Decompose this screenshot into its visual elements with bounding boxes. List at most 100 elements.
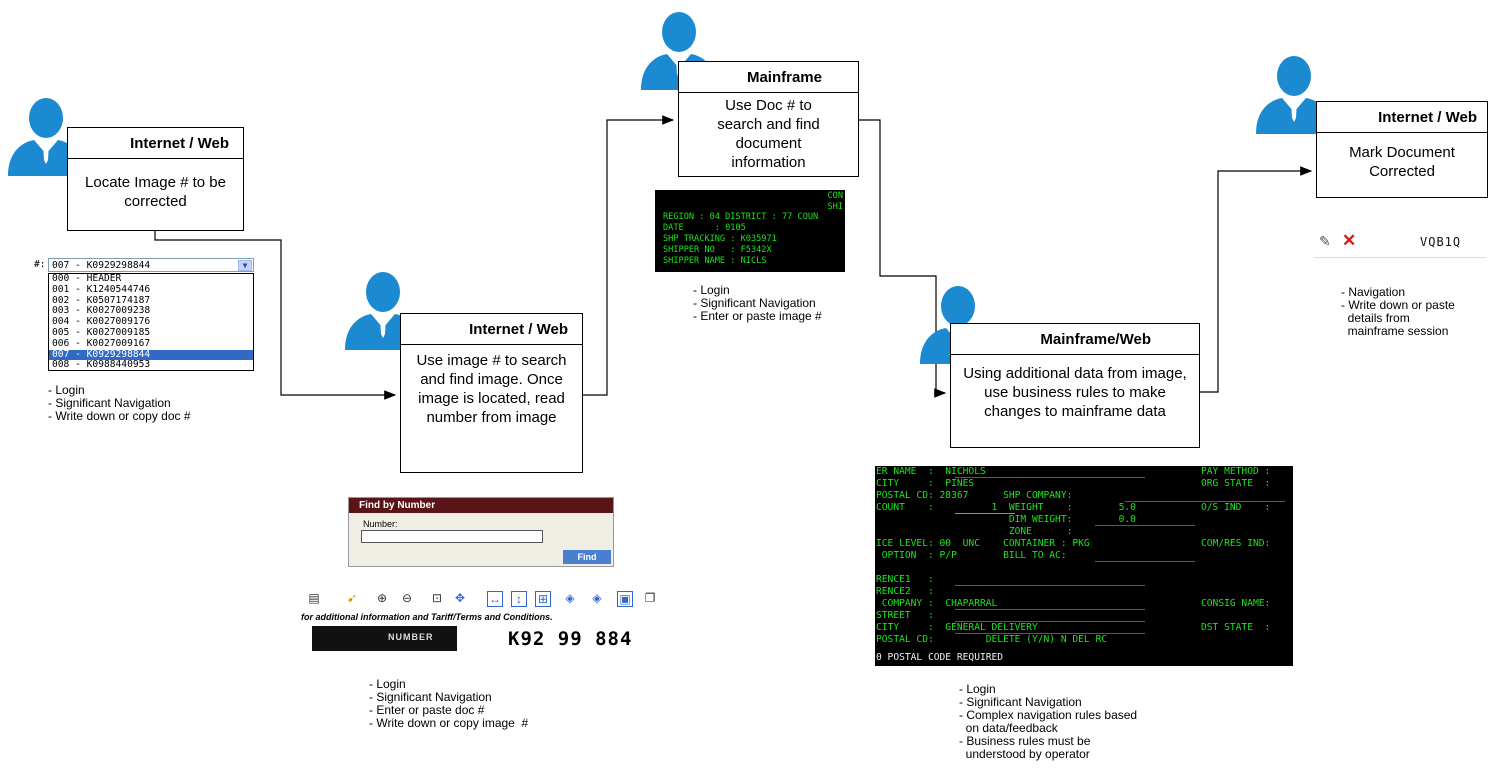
term-line-left: CITY : GENERAL DELIVERY [876, 622, 1038, 633]
step-1-header: Internet / Web [68, 128, 243, 159]
term-line-left: ER NAME : NICHOLS [876, 466, 986, 477]
dropdown-selected[interactable]: 007 - K0929298844 ▼ [48, 258, 254, 272]
rotate-left-icon[interactable]: ◈ [565, 591, 575, 605]
document-code: VQB1Q [1420, 235, 1462, 249]
dropdown-label: #: [34, 259, 46, 270]
term-line-right: PAY METHOD : [1201, 466, 1271, 477]
step-2-header: Internet / Web [401, 314, 582, 345]
step-2-body: Use image # to search and find image. On… [416, 352, 567, 426]
term-line-left: ICE LEVEL: 00 UNC CONTAINER : PKG [876, 538, 1090, 549]
term-line-right: CONSIG NAME: [1201, 598, 1271, 609]
step-1-box: Internet / Web Locate Image # to be corr… [67, 127, 244, 231]
term-line-left: COUNT : 1 WEIGHT : 5.0 [876, 502, 1136, 513]
term-line-left: CITY : PINES [876, 478, 975, 489]
fit-width-icon[interactable]: ↔ [487, 591, 503, 607]
scan-text: for additional information and Tariff/Te… [301, 612, 553, 622]
step-5-box: Internet / Web Mark Document Corrected [1316, 101, 1488, 198]
dropdown-list: 000 - HEADER 001 - K1240544746 002 - K05… [48, 273, 254, 371]
pan-icon[interactable]: ✥ [454, 591, 466, 605]
document-icon-strip: ✎ ✕ VQB1Q [1314, 227, 1486, 258]
scan-number: K92 99 884 [508, 628, 633, 650]
term-field-underline [955, 585, 1145, 586]
term-line-right: O/S IND : [1201, 502, 1271, 513]
step-1-body: Locate Image # to be corrected [85, 174, 226, 210]
scan-band [312, 626, 457, 651]
list-item[interactable]: 005 - K0027009185 [52, 326, 151, 338]
list-item[interactable]: 002 - K0507174187 [52, 294, 151, 306]
person-icon [1256, 56, 1332, 134]
list-item[interactable]: 006 - K0027009167 [52, 337, 151, 349]
rotate-right-icon[interactable]: ◈ [592, 591, 602, 605]
image-viewer-toolbar: ▤ ➹ ⊕ ⊖ ⊡ ✥ ↔ ↕ ⊞ ◈ ◈ ▣ ❐ [305, 588, 690, 610]
list-item[interactable]: 004 - K0027009176 [52, 316, 151, 328]
term-line-left: ZONE : [876, 526, 1073, 537]
term-field-underline [1125, 501, 1285, 502]
print-icon[interactable]: ▤ [308, 591, 320, 605]
find-panel-title: Find by Number [349, 498, 613, 513]
mainframe-terminal-small: CON SHI REGION : 04 DISTRICT : 77 COUN D… [655, 190, 845, 272]
term-line-left: DIM WEIGHT: 0.0 [876, 514, 1136, 525]
term-field-underline [955, 513, 1015, 514]
zoom-area-icon[interactable]: ⊡ [431, 591, 443, 605]
list-item[interactable]: 003 - K0027009238 [52, 305, 151, 317]
zoom-out-icon[interactable]: ⊖ [401, 591, 413, 605]
list-item[interactable]: 008 - K0988440953 [52, 359, 151, 371]
close-icon[interactable]: ✕ [1342, 231, 1357, 250]
term-line: SHIPPER NO : F5342X [663, 245, 772, 255]
term-field-underline [1095, 561, 1195, 562]
term-line-left: POSTAL CD: 28367 SHP COMPANY: [876, 490, 1073, 501]
step-2-notes: - Login - Significant Navigation - Enter… [369, 677, 529, 730]
step-3-box: Mainframe Use Doc # to search and find d… [678, 61, 859, 177]
term-line-left: STREET : [876, 610, 934, 621]
term-line-left: COMPANY : CHAPARRAL [876, 598, 998, 609]
dropdown-selected-value: 007 - K0929298844 [52, 260, 151, 271]
scanned-image: for additional information and Tariff/Te… [300, 610, 692, 655]
term-line-right: ORG STATE : [1201, 478, 1271, 489]
term-line-left: OPTION : P/P BILL TO AC: [876, 550, 1067, 561]
term-line-left: POSTAL CD: DELETE (Y/N) N DEL RC [876, 634, 1108, 645]
mainframe-terminal-large: ER NAME : NICHOLS PAY METHOD : CITY : PI… [875, 466, 1293, 666]
step-3-header: Mainframe [679, 62, 858, 93]
person-icon [8, 98, 84, 176]
term-line: DATE : 0105 [663, 223, 746, 233]
step-4-header: Mainframe/Web [951, 324, 1199, 355]
step-4-notes: - Login - Significant Navigation - Compl… [959, 682, 1138, 761]
step-3-body: Use Doc # to search and find document in… [717, 97, 820, 171]
step-3-notes: - Login - Significant Navigation - Enter… [693, 283, 822, 323]
term-line-right: COM/RES IND: [1201, 538, 1271, 549]
zoom-in-icon[interactable]: ⊕ [376, 591, 388, 605]
step-1-notes: - Login - Significant Navigation - Write… [48, 383, 191, 423]
number-input[interactable] [361, 530, 543, 543]
term-line: SHI [827, 202, 843, 212]
page-icon[interactable]: ▣ [617, 591, 633, 607]
term-field-underline [955, 633, 1145, 634]
term-field-underline [955, 477, 1145, 478]
step-4-body: Using additional data from image, use bu… [963, 365, 1187, 420]
term-field-underline [1095, 525, 1195, 526]
find-by-number-panel: Find by Number Number: Find [348, 497, 614, 567]
list-item[interactable]: 001 - K1240544746 [52, 283, 151, 295]
step-2-box: Internet / Web Use image # to search and… [400, 313, 583, 473]
fit-page-icon[interactable]: ⊞ [535, 591, 551, 607]
chevron-down-icon[interactable]: ▼ [238, 260, 252, 271]
term-line: CON [827, 191, 843, 201]
term-line: SHP TRACKING : K035971 [663, 234, 777, 244]
find-button[interactable]: Find [563, 550, 611, 564]
list-item-selected[interactable]: 007 - K0929298844 [49, 349, 253, 361]
copy-icon[interactable]: ❐ [644, 591, 656, 605]
edit-icon[interactable]: ✎ [1319, 233, 1331, 249]
step-4-box: Mainframe/Web Using additional data from… [950, 323, 1200, 448]
term-line-left: RENCE1 : [876, 574, 934, 585]
select-icon[interactable]: ➹ [346, 591, 358, 605]
number-label: Number: [363, 519, 398, 529]
list-item[interactable]: 000 - HEADER [52, 273, 122, 284]
step-5-notes: - Navigation - Write down or paste detai… [1341, 285, 1455, 338]
term-field-underline [955, 609, 1145, 610]
term-line-right: DST STATE : [1201, 622, 1271, 633]
fit-height-icon[interactable]: ↕ [511, 591, 527, 607]
term-status-line: 0 POSTAL CODE REQUIRED [876, 652, 1004, 663]
term-line-left: RENCE2 : [876, 586, 934, 597]
scan-band-label: NUMBER [388, 632, 434, 642]
step-5-body: Mark Document Corrected [1349, 144, 1455, 180]
connector-4-5 [1200, 166, 1313, 393]
